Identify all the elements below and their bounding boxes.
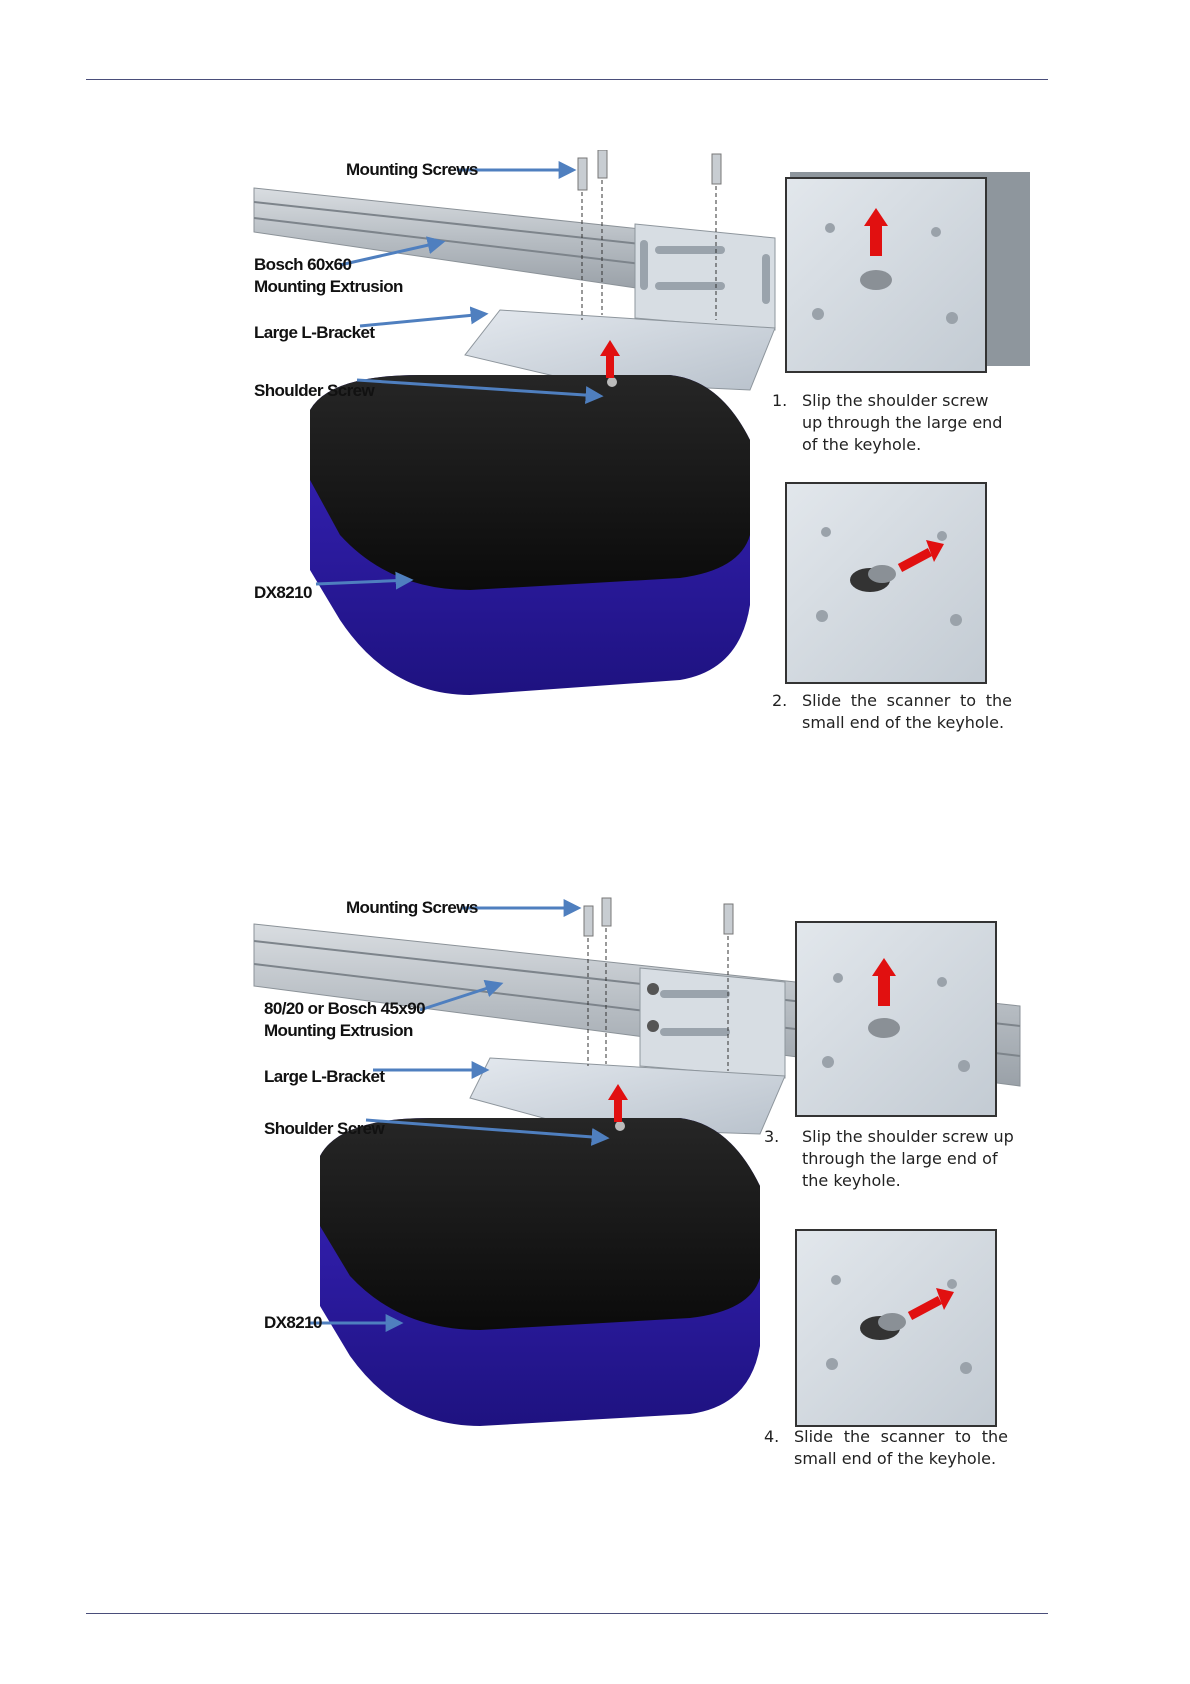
label-bracket: Large L-Bracket: [254, 323, 375, 342]
lift-arrow: [600, 340, 620, 378]
step-number: 2.: [772, 691, 788, 710]
inset-slide-scanner: [795, 1229, 997, 1427]
dx8210-scanner: [320, 1118, 760, 1426]
label-shoulder-screw: Shoulder Screw: [254, 381, 375, 400]
inset-slip-screw: [785, 172, 1030, 373]
callout-extrusion: [419, 979, 504, 1012]
figure-1-illustration: [253, 150, 1030, 695]
label-bracket: Large L-Bracket: [264, 1067, 385, 1086]
extrusion-rail: [253, 187, 651, 291]
callout-shoulder-screw: [365, 1118, 610, 1146]
step-text: Slip the shoulder screw up through the l…: [802, 1127, 1014, 1190]
step-text: Slip the shoulder screw up through the l…: [802, 391, 1003, 454]
step-number: 1.: [772, 391, 788, 410]
label-mounting-screws: Mounting Screws: [346, 160, 478, 179]
label-mounting-screws: Mounting Screws: [346, 898, 478, 917]
l-bracket: [469, 967, 786, 1135]
callout-scanner: [315, 571, 414, 590]
label-extrusion-line2: Mounting Extrusion: [264, 1021, 413, 1040]
label-scanner: DX8210: [254, 583, 312, 602]
label-extrusion-line1: 80/20 or Bosch 45x90: [264, 999, 426, 1018]
label-shoulder-screw: Shoulder Screw: [264, 1119, 385, 1138]
step-number: 3.: [764, 1127, 780, 1146]
dx8210-scanner: [310, 375, 750, 695]
step-text: Slide the scanner to the small end of th…: [802, 691, 1012, 732]
step-number: 4.: [764, 1427, 780, 1446]
figure-2: Mounting Screws 80/20 or Bosch 45x90 Mou…: [250, 886, 1030, 1486]
label-extrusion-line1: Bosch 60x60: [254, 255, 352, 274]
callout-bracket: [359, 306, 489, 328]
l-bracket: [464, 223, 776, 391]
callout-extrusion: [339, 236, 446, 267]
figure-1: Mounting Screws Bosch 60x60 Mounting Ext…: [250, 150, 1030, 750]
lift-arrow: [608, 1084, 628, 1122]
footer-rule: [86, 1613, 1048, 1614]
step-text: Slide the scanner to the small end of th…: [794, 1427, 1008, 1468]
label-extrusion-line2: Mounting Extrusion: [254, 277, 403, 296]
figure-2-illustration: [253, 897, 1021, 1427]
mounting-screws: [583, 897, 734, 1071]
callout-shoulder-screw: [356, 378, 604, 405]
inset-slide-scanner: [785, 482, 987, 684]
inset-slip-screw: [795, 921, 997, 1117]
label-scanner: DX8210: [264, 1313, 322, 1332]
mounting-screws: [577, 150, 722, 320]
header-rule: [86, 79, 1048, 80]
